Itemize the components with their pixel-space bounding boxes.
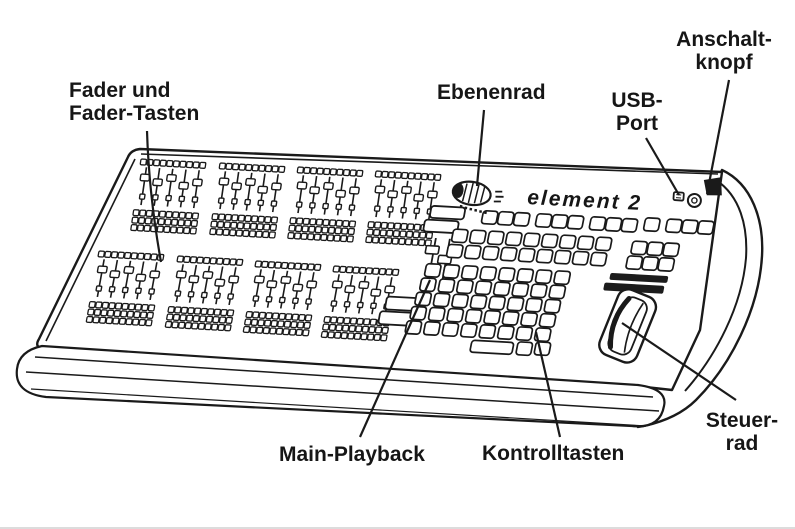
main-playback-section <box>377 205 466 327</box>
label-ebenenrad: Ebenenrad <box>437 81 546 104</box>
label-kontrolltasten: Kontrolltasten <box>482 442 624 465</box>
label-line: Port <box>616 112 658 135</box>
label-line: knopf <box>695 51 753 74</box>
usb-port <box>672 191 685 202</box>
leader-ebenenrad <box>475 109 486 187</box>
label-line: Main-Playback <box>279 443 425 466</box>
label-line: rad <box>725 432 759 455</box>
scan-edge-artifact <box>0 527 795 529</box>
leader-anschaltknopf <box>705 79 731 195</box>
label-line: Kontrolltasten <box>482 442 625 465</box>
level-wheel <box>451 180 504 215</box>
control-keypad <box>403 209 716 357</box>
label-line: Fader und <box>69 79 171 102</box>
label-fader-und-fader-tasten: Fader und Fader-Tasten <box>69 79 199 125</box>
leader-lines <box>145 79 737 438</box>
display-strip <box>609 272 669 283</box>
label-steuerrad: Steuer- rad <box>699 409 785 455</box>
label-anschaltknopf: Anschalt- knopf <box>676 28 772 74</box>
label-line: Ebenenrad <box>437 81 546 104</box>
power-button <box>686 192 702 208</box>
leader-main-playback <box>358 279 432 438</box>
display-strip <box>603 282 665 294</box>
label-line: Anschalt- <box>676 28 772 51</box>
label-line: USB- <box>611 89 663 112</box>
leader-fader <box>145 130 163 263</box>
leader-steuerrad <box>621 322 737 401</box>
leader-usb-port <box>645 137 680 196</box>
label-main-playback: Main-Playback <box>279 443 425 466</box>
label-line: Steuer- <box>705 409 779 432</box>
leader-kontrolltasten <box>534 331 562 438</box>
label-usb-port: USB- Port <box>604 89 670 135</box>
label-line: Fader-Tasten <box>69 102 200 125</box>
